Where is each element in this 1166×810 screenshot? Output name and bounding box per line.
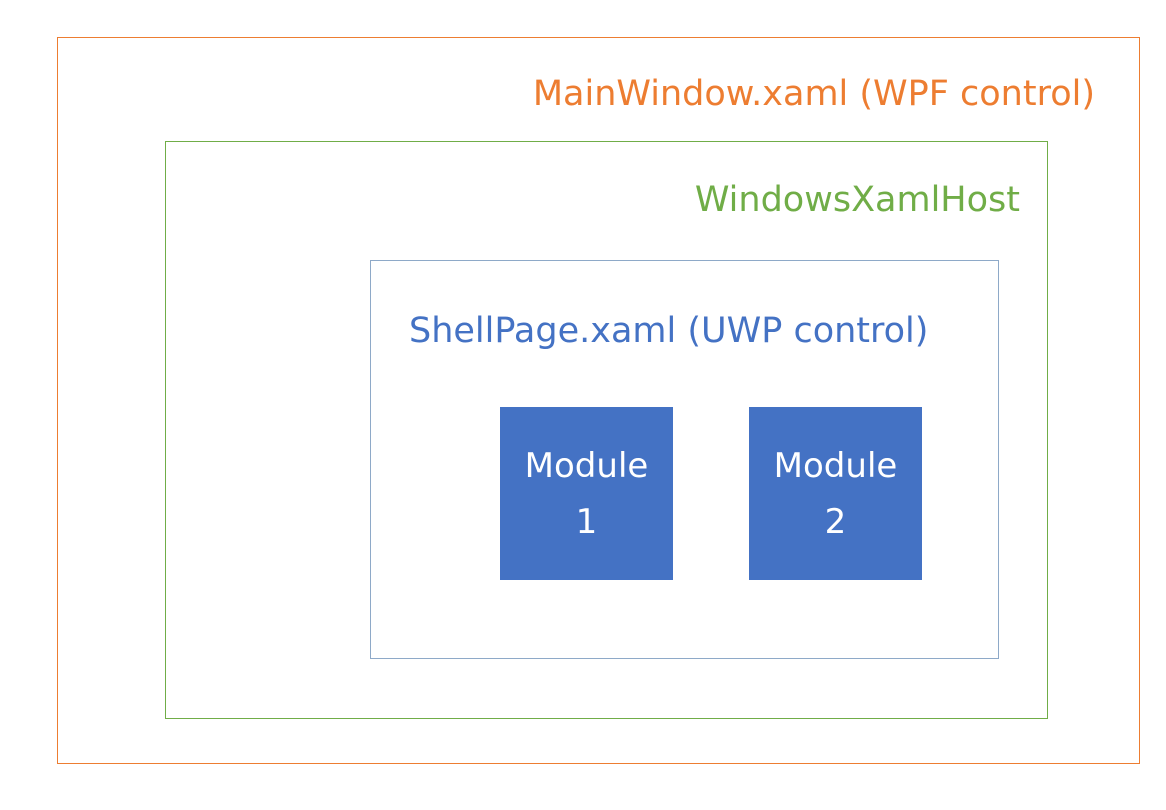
module-1-number: 1 [575,501,598,542]
windows-xaml-host-container [165,141,1048,719]
windows-xaml-host-label: WindowsXamlHost [694,180,1020,220]
module-2-number: 2 [824,501,847,542]
main-window-container [57,37,1140,764]
module-1-title: Module [524,445,649,486]
main-window-label: MainWindow.xaml (WPF control) [532,74,1095,114]
shell-page-container [370,260,999,659]
module-1-box: Module 1 [500,407,673,580]
shell-page-label: ShellPage.xaml (UWP control) [409,311,929,351]
module-2-title: Module [773,445,898,486]
module-2-box: Module 2 [749,407,922,580]
